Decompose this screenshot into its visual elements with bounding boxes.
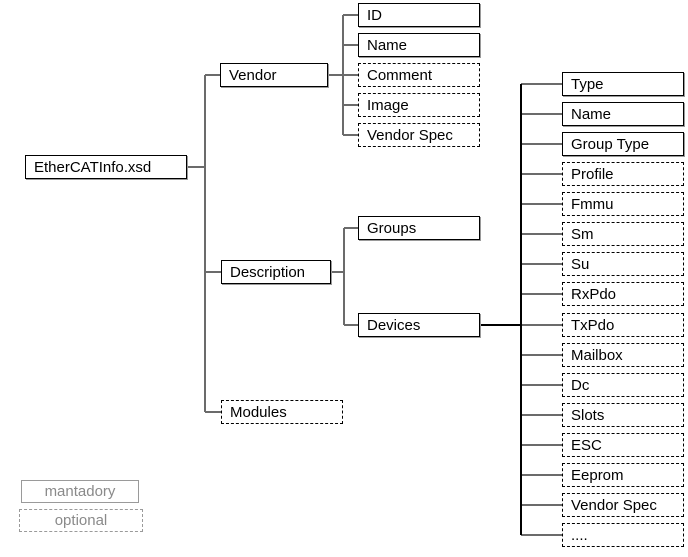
node-label: ID [367, 6, 382, 24]
node-ethercatinfo-xsd[interactable]: EtherCATInfo.xsd [25, 155, 187, 179]
node-device-mailbox[interactable]: Mailbox [562, 343, 684, 367]
node-vendor[interactable]: Vendor [220, 63, 328, 87]
node-label: EtherCATInfo.xsd [34, 158, 152, 176]
node-label: Group Type [571, 135, 650, 153]
node-label: Su [571, 255, 590, 273]
node-device-fmmu[interactable]: Fmmu [562, 192, 684, 216]
node-vendor-comment[interactable]: Comment [358, 63, 480, 87]
node-label: Comment [367, 66, 433, 84]
node-label: Fmmu [571, 195, 614, 213]
node-groups[interactable]: Groups [358, 216, 480, 240]
node-device-vendor-spec[interactable]: Vendor Spec [562, 493, 684, 517]
node-label: Profile [571, 165, 614, 183]
node-label: Mailbox [571, 346, 623, 364]
node-device-name[interactable]: Name [562, 102, 684, 126]
node-device-more[interactable]: .... [562, 523, 684, 547]
node-label: Vendor [229, 66, 277, 84]
node-modules[interactable]: Modules [221, 400, 343, 424]
node-vendor-vendor-spec[interactable]: Vendor Spec [358, 123, 480, 147]
node-label: Name [571, 105, 612, 123]
node-label: Groups [367, 219, 417, 237]
legend-optional: optional [19, 509, 143, 532]
node-device-type[interactable]: Type [562, 72, 684, 96]
node-device-profile[interactable]: Profile [562, 162, 684, 186]
legend-label: mantadory [44, 483, 116, 500]
legend-label: optional [54, 512, 108, 529]
node-label: Image [367, 96, 409, 114]
node-device-slots[interactable]: Slots [562, 403, 684, 427]
node-label: Eeprom [571, 466, 624, 484]
node-label: Sm [571, 225, 594, 243]
node-label: Modules [230, 403, 287, 421]
node-device-group-type[interactable]: Group Type [562, 132, 684, 156]
node-label: Name [367, 36, 408, 54]
node-description[interactable]: Description [221, 260, 331, 284]
node-vendor-id[interactable]: ID [358, 3, 480, 27]
node-devices[interactable]: Devices [358, 313, 480, 337]
node-device-sm[interactable]: Sm [562, 222, 684, 246]
node-vendor-name[interactable]: Name [358, 33, 480, 57]
node-label: .... [571, 526, 588, 544]
node-vendor-image[interactable]: Image [358, 93, 480, 117]
node-device-eeprom[interactable]: Eeprom [562, 463, 684, 487]
legend-mandatory: mantadory [21, 480, 139, 503]
node-label: Devices [367, 316, 421, 334]
node-device-rxpdo[interactable]: RxPdo [562, 282, 684, 306]
node-device-esc[interactable]: ESC [562, 433, 684, 457]
node-label: Vendor Spec [367, 126, 453, 144]
node-label: Dc [571, 376, 590, 394]
node-label: Vendor Spec [571, 496, 657, 514]
node-label: ESC [571, 436, 602, 454]
node-label: Slots [571, 406, 605, 424]
node-label: Type [571, 75, 604, 93]
node-label: Description [230, 263, 306, 281]
node-label: RxPdo [571, 285, 617, 303]
node-device-txpdo[interactable]: TxPdo [562, 313, 684, 337]
node-label: TxPdo [571, 316, 615, 334]
node-device-su[interactable]: Su [562, 252, 684, 276]
node-device-dc[interactable]: Dc [562, 373, 684, 397]
